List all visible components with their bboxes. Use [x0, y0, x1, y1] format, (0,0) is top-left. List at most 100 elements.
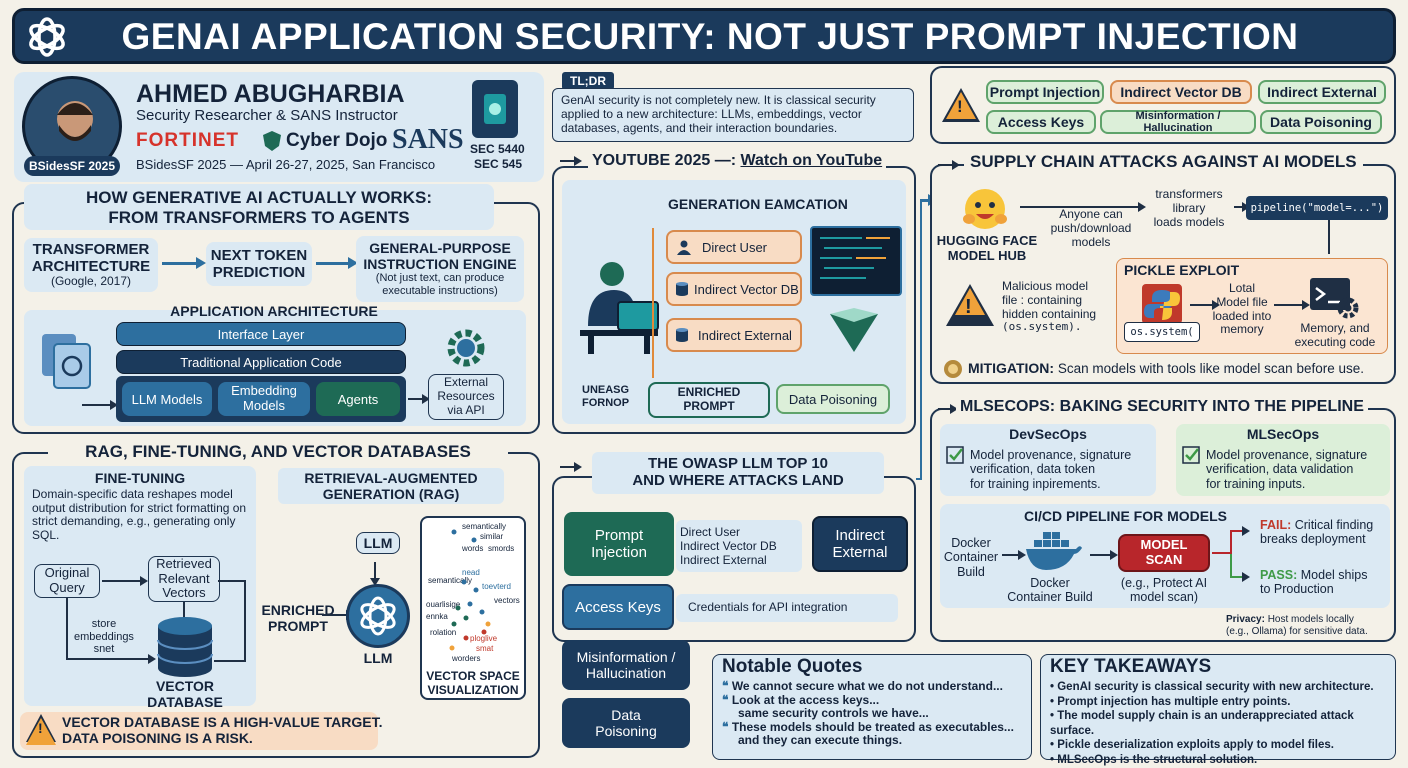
quotes-title: Notable Quotes	[722, 656, 863, 677]
pickle-title: PICKLE EXPLOIT	[1124, 262, 1240, 278]
arrow-icon	[1020, 202, 1146, 212]
fail-branch	[1212, 552, 1232, 554]
warning-icon: !	[942, 88, 980, 122]
rag-line	[218, 580, 244, 582]
rag-title: RAG, FINE-TUNING, AND VECTOR DATABASES	[48, 442, 508, 462]
vs-words: semantically similar words smords nead s…	[426, 522, 520, 663]
cicd-title: CI/CD PIPELINE FOR MODELS	[1024, 508, 1228, 524]
database-icon	[156, 616, 214, 678]
python-file-icon	[1138, 282, 1186, 326]
app-architecture-title: APPLICATION ARCHITECTURE	[170, 303, 378, 319]
agents: Agents	[316, 382, 400, 416]
pass-arrow-icon	[1230, 572, 1250, 582]
youtube-link[interactable]: Watch on YouTube	[740, 152, 883, 169]
check-icon	[946, 446, 964, 464]
os-system-code: os.system(	[1124, 322, 1200, 342]
tag-indirect-vector-db: Indirect Vector DB	[1110, 80, 1252, 104]
sans-logo: SANS	[392, 124, 464, 155]
course-file-icon	[472, 80, 518, 138]
arrow-icon	[938, 404, 958, 414]
owasp-pi-item: Indirect Vector DB	[680, 538, 777, 553]
fine-tuning-text: Domain-specific data reshapes model outp…	[32, 487, 247, 542]
traditional-app-code: Traditional Application Code	[116, 350, 406, 374]
mlsecops-card	[1176, 424, 1390, 496]
supply-chain-title: SUPPLY CHAIN ATTACKS AGAINST AI MODELS	[964, 152, 1363, 172]
quote-2b: same security controls we have...	[738, 706, 929, 720]
arrow-icon	[560, 156, 582, 166]
code-return-line	[1328, 220, 1330, 254]
docker-whale-icon	[1024, 530, 1084, 574]
quotes-panel	[712, 654, 1032, 760]
takeaway-item: MLSecOps is the structural solution.	[1057, 753, 1258, 766]
quote-1: We cannot secure what we do not understa…	[731, 679, 1003, 693]
tldr-text: GenAI security is not completely new. It…	[552, 88, 914, 142]
devsecops-title: DevSecOps	[1009, 426, 1087, 442]
query-line	[66, 598, 68, 658]
fail-arrow-icon	[1230, 526, 1250, 536]
fail-branch-v	[1230, 530, 1232, 554]
cyber-dojo-logo: Cyber Dojo	[286, 130, 388, 151]
owasp-misinformation: Misinformation /Hallucination	[562, 640, 690, 690]
person-laptop-icon	[574, 256, 662, 356]
mlsecops-title: MLSECOPS: BAKING SECURITY INTO THE PIPEL…	[956, 398, 1368, 416]
rag-line-3	[214, 660, 246, 662]
connector-line	[916, 478, 922, 480]
hugging-face-icon	[962, 186, 1008, 232]
arrow-icon	[1274, 300, 1310, 310]
tag-access-keys: Access Keys	[986, 110, 1096, 134]
llm-openai-icon	[346, 584, 410, 648]
arrow-icon	[408, 394, 430, 404]
owasp-access-keys-text: Credentials for API integration	[676, 594, 898, 622]
arrow-icon	[66, 654, 156, 664]
code-snippet: pipeline("model=...")	[1246, 196, 1388, 220]
step-instruction-engine: GENERAL-PURPOSE INSTRUCTION ENGINE (Not …	[356, 236, 524, 302]
arrow-icon	[316, 257, 358, 269]
takeaway-item: GenAI security is classical security wit…	[1057, 681, 1374, 693]
owasp-pi-list: Direct User Indirect Vector DB Indirect …	[676, 520, 802, 572]
quote-3b: and they can execute things.	[738, 733, 903, 747]
owasp-pi-item: Indirect External	[680, 552, 767, 567]
takeaway-item: Prompt injection has multiple entry poin…	[1057, 695, 1291, 708]
arrow-icon	[322, 610, 354, 620]
yt-direct-user: Direct User	[666, 230, 802, 264]
quote-3: These models should be treated as execut…	[731, 719, 1014, 734]
yt-data-poisoning: Data Poisoning	[776, 384, 890, 414]
speaker-badge: BSidesSF 2025	[24, 156, 120, 176]
pass-branch-v	[1230, 554, 1232, 576]
takeaway-item: Pickle deserialization exploits apply to…	[1057, 739, 1334, 751]
llm-box: LLM	[356, 532, 400, 554]
arrow-icon	[1190, 300, 1220, 310]
arrow-icon	[920, 194, 938, 206]
rag-warning-bg	[20, 712, 378, 750]
tldr-label: TL;DR	[562, 72, 614, 90]
rag-line-2	[244, 580, 246, 660]
gear-icon	[444, 326, 488, 370]
tag-indirect-external: Indirect External	[1258, 80, 1386, 104]
yt-indirect-vdb: Indirect Vector DB	[666, 272, 802, 306]
medal-icon	[942, 358, 964, 380]
app-docs-icon	[40, 330, 96, 394]
course-code-2: SEC 545	[474, 157, 523, 171]
fine-tuning-title: FINE-TUNING	[94, 470, 186, 486]
orange-flow-line	[652, 228, 654, 378]
step-transformer: TRANSFORMER ARCHITECTURE (Google, 2017)	[24, 238, 158, 292]
